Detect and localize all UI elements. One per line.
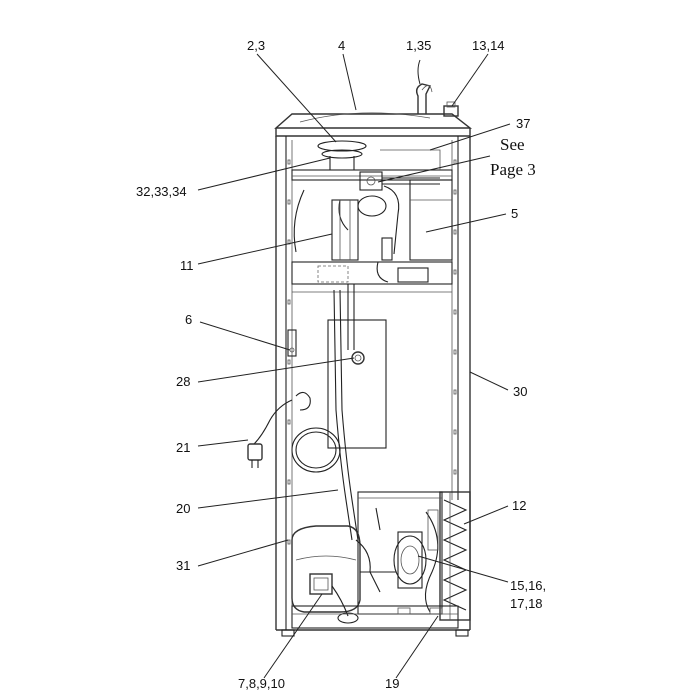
refrigerant-line — [333, 289, 359, 541]
relay-overload — [309, 573, 359, 624]
compressor — [291, 525, 361, 613]
callout-11: 11 — [180, 258, 194, 273]
callout-15-16: 15,16, — [510, 578, 546, 593]
push-button-assembly — [443, 101, 459, 117]
condenser-coil — [439, 491, 471, 621]
leader-lines — [197, 53, 511, 679]
callout-32-33-34: 32,33,34 — [136, 184, 187, 199]
callout-37: 37 — [516, 116, 530, 131]
center-access-panel — [327, 319, 387, 449]
base-pan — [291, 605, 459, 629]
callout-21: 21 — [176, 440, 190, 455]
callout-labels: 2,3 4 1,35 13,14 37 See Page 3 32,33,34 … — [136, 38, 546, 691]
callout-6: 6 — [185, 312, 192, 327]
heat-exchanger — [331, 199, 359, 261]
bubbler-spout — [415, 83, 433, 114]
callout-31: 31 — [176, 558, 190, 573]
cabinet-frame — [274, 112, 473, 637]
callout-4: 4 — [338, 38, 345, 53]
thermostat-probe — [347, 284, 365, 365]
callout-30: 30 — [513, 384, 527, 399]
power-cord — [247, 391, 311, 468]
callout-12: 12 — [512, 498, 526, 513]
see-page-note-line2: Page 3 — [490, 160, 536, 179]
callout-1-35: 1,35 — [406, 38, 431, 53]
fan-motor — [393, 509, 439, 613]
callout-7-8-9-10: 7,8,9,10 — [238, 676, 285, 691]
capillary-coil — [291, 427, 341, 473]
cooling-tank — [409, 179, 453, 261]
callout-17-18: 17,18 — [510, 596, 543, 611]
upper-support-bracket — [291, 149, 453, 181]
drain-strainer — [317, 140, 367, 170]
compressor-tubing — [355, 507, 396, 593]
regulator-valve — [359, 171, 440, 191]
callout-28: 28 — [176, 374, 190, 389]
callout-19: 19 — [385, 676, 399, 691]
callout-5: 5 — [511, 206, 518, 221]
callout-2-3: 2,3 — [247, 38, 265, 53]
callout-20: 20 — [176, 501, 190, 516]
callout-13-14: 13,14 — [472, 38, 505, 53]
middle-cross-brace — [291, 261, 453, 293]
see-page-note-line1: See — [500, 135, 525, 154]
